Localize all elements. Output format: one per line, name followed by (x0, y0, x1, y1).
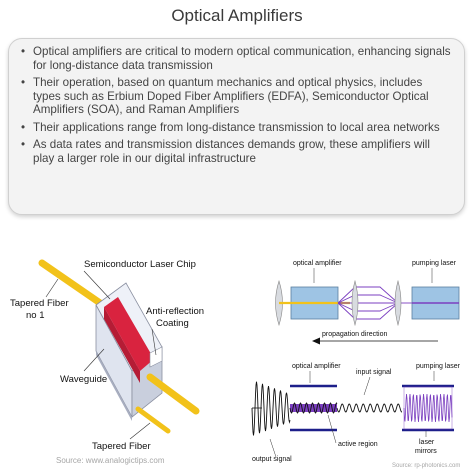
bullet-item: As data rates and transmission distances… (21, 138, 452, 165)
bullet-item: Their applications range from long-dista… (21, 121, 452, 135)
wave-group (251, 381, 453, 436)
label-coating-line2: Coating (156, 318, 189, 329)
label-laser-mirrors-line2: mirrors (415, 448, 437, 455)
label-pumping-laser-bottom: pumping laser (416, 363, 461, 370)
propagation-arrowhead (312, 337, 320, 345)
label-coating-line1: Anti-reflection (146, 306, 204, 317)
label-output-signal: output signal (252, 456, 292, 463)
label-optical-amplifier-top: optical amplifier (293, 260, 342, 267)
edfa-top-figure: optical amplifier pumping laser propagat… (275, 260, 460, 345)
soa-chip-figure: Semiconductor Laser Chip Tapered Fiber n… (10, 259, 204, 465)
label-fiber2: Tapered Fiber (92, 441, 151, 452)
leader-active-region (327, 414, 337, 444)
lens-right (394, 279, 402, 327)
label-pumping-laser-top: pumping laser (412, 260, 457, 267)
amplifier-signal-wave (289, 402, 338, 414)
label-chip: Semiconductor Laser Chip (84, 259, 196, 270)
tapered-fiber-2 (146, 373, 200, 415)
label-fiber1-line1: Tapered Fiber (10, 298, 69, 309)
bullet-list: Optical amplifiers are critical to moder… (9, 39, 464, 165)
label-active-region: active region (338, 441, 378, 448)
label-waveguide: Waveguide (60, 374, 107, 385)
leader-fiber2 (129, 422, 151, 440)
label-laser-mirrors-line1: laser (419, 439, 435, 446)
leader-chip (83, 270, 111, 300)
active-stripe (104, 297, 154, 371)
leader-coating (151, 328, 157, 356)
bullet-item: Their operation, based on quantum mechan… (21, 76, 452, 117)
input-signal-wave (336, 403, 402, 413)
page-title: Optical Amplifiers (171, 6, 303, 25)
leader-output-signal (269, 438, 277, 458)
leader-input-signal (363, 376, 371, 396)
anti-reflection-coating (149, 346, 163, 368)
active-stripe-front (104, 307, 140, 383)
label-input-signal: input signal (356, 369, 392, 376)
leader-waveguide (83, 348, 105, 372)
source-right: Source: rp-photonics.com (392, 463, 460, 469)
laser-amplifier-figure: optical amplifier input signal pumping l… (251, 363, 461, 469)
label-optical-amplifier-bottom: optical amplifier (292, 363, 341, 370)
bullet-item: Optical amplifiers are critical to moder… (21, 45, 452, 72)
pump-beam (337, 286, 412, 320)
label-fiber1-line2: no 1 (26, 310, 45, 321)
tapered-fiber-2-tail (135, 406, 171, 434)
leader-fiber1 (45, 278, 59, 298)
source-left: Source: www.analogictips.com (56, 456, 165, 465)
active-region (290, 404, 337, 412)
summary-card: Optical amplifiers are critical to moder… (8, 38, 465, 215)
pump-laser-wave (403, 394, 453, 422)
output-signal-wave (251, 381, 291, 436)
waveguide (96, 351, 132, 421)
diagram-area: Semiconductor Laser Chip Tapered Fiber n… (10, 259, 461, 469)
label-propagation: propagation direction (322, 331, 387, 338)
lens-middle (351, 279, 359, 327)
